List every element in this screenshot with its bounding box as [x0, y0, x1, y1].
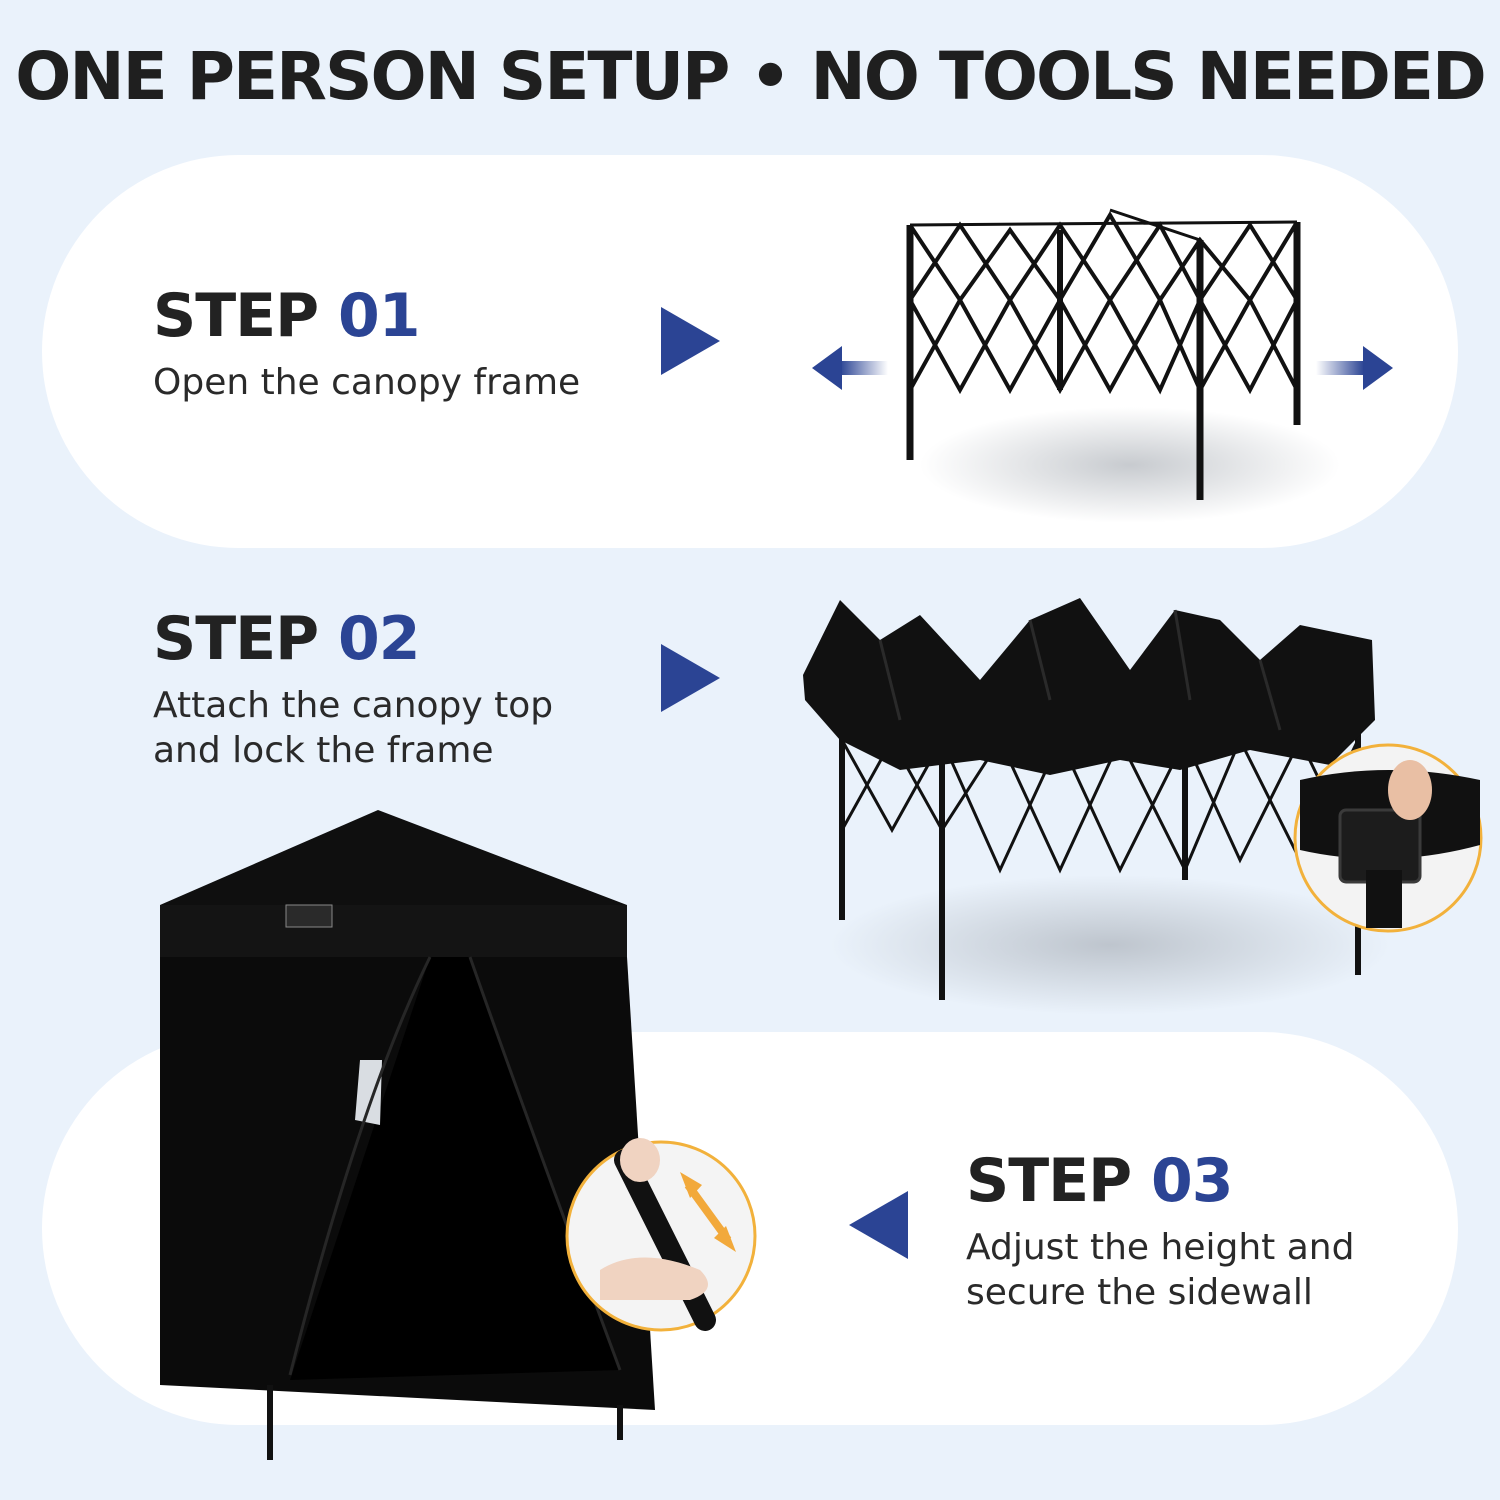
step-2-word: STEP	[153, 604, 319, 674]
expand-arrows-icon	[812, 346, 1393, 390]
canopy-frame-image	[906, 208, 1340, 523]
step-2-text: STEP 02 Attach the canopy top and lock t…	[153, 609, 553, 773]
step-2-desc-line: Attach the canopy top	[153, 685, 554, 726]
height-adjust-callout-image	[565, 1138, 757, 1332]
step-1-heading: STEP 01	[153, 286, 580, 346]
step-1-desc-line: Open the canopy frame	[153, 362, 581, 403]
step-3-description: Adjust the height and secure the sidewal…	[966, 1225, 1354, 1315]
step-1-text: STEP 01 Open the canopy frame	[153, 286, 580, 405]
page-title: ONE PERSON SETUP • NO TOOLS NEEDED	[15, 38, 1486, 115]
step-3-number: 03	[1151, 1146, 1233, 1216]
step-2-description: Attach the canopy top and lock the frame	[153, 683, 553, 773]
privacy-tent-image	[160, 810, 655, 1460]
step-3-heading: STEP 03	[966, 1151, 1354, 1211]
step-1-number: 01	[338, 281, 420, 351]
step-3-text: STEP 03 Adjust the height and secure the…	[966, 1151, 1354, 1315]
arrow-left-icon	[849, 1191, 908, 1259]
step-2-desc-line: and lock the frame	[153, 730, 494, 771]
step-2-heading: STEP 02	[153, 609, 553, 669]
step-3-word: STEP	[966, 1146, 1132, 1216]
double-arrow-icon	[680, 1172, 736, 1252]
step-3-desc-line: secure the sidewall	[966, 1272, 1313, 1313]
arrow-right-icon	[661, 307, 720, 375]
step-3-desc-line: Adjust the height and	[966, 1227, 1355, 1268]
step-1-word: STEP	[153, 281, 319, 351]
arrow-right-icon	[661, 644, 720, 712]
velcro-callout-image	[1293, 743, 1483, 933]
canopy-top-image	[803, 598, 1390, 1015]
step-2-number: 02	[338, 604, 420, 674]
step-1-description: Open the canopy frame	[153, 360, 580, 405]
